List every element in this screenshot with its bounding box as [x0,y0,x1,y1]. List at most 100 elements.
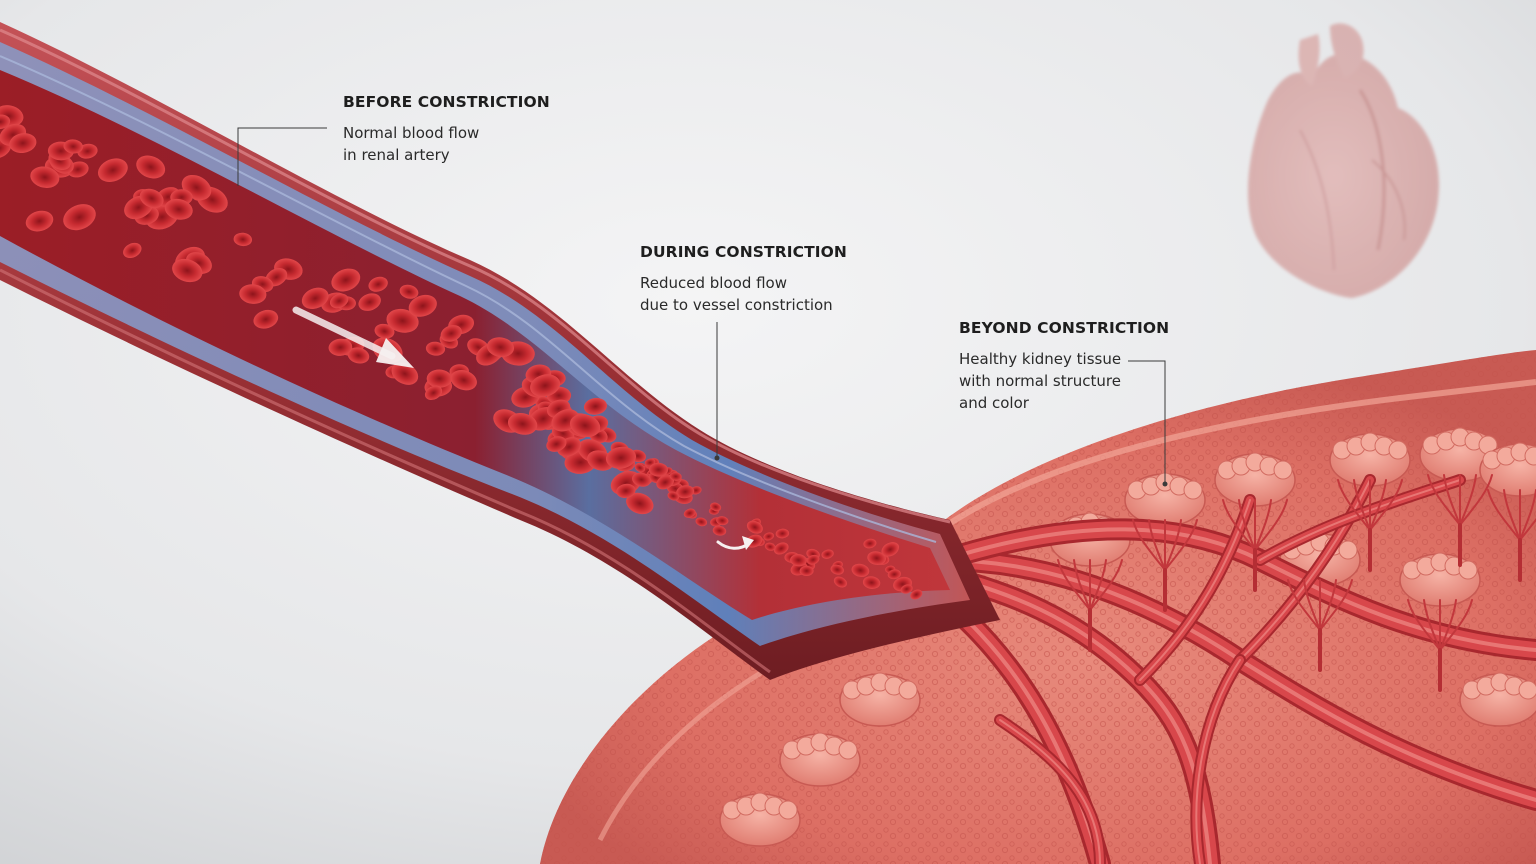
red-blood-cell [139,188,164,208]
red-blood-cell [358,293,381,311]
red-blood-cell [900,584,913,594]
leader-line-beyond [1128,360,1166,484]
red-blood-cell [408,294,437,317]
kidney-lobe [1124,472,1206,527]
kidney-capillary [1337,479,1403,572]
red-blood-cell [881,542,899,557]
kidney-capillary [1427,474,1493,567]
red-blood-cell [424,385,443,401]
red-blood-cell [301,287,329,310]
kidney-lobe [1459,672,1536,727]
label-beyond-description: Healthy kidney tissue with normal struct… [959,348,1169,414]
red-blood-cell [123,242,142,258]
red-blood-cell [486,337,515,358]
red-blood-cell [391,362,419,385]
red-blood-cell [887,569,901,580]
label-before-line: Normal blood flow [343,124,480,142]
red-blood-cell [63,204,96,231]
red-blood-cell [863,538,877,549]
kidney-lobe [1329,432,1411,487]
red-blood-cell [669,472,682,481]
leader-dot-during [714,455,720,461]
small-flow-arrow-icon [716,536,754,550]
red-blood-cell [425,341,446,356]
kidney-lobe [1479,442,1536,497]
red-blood-cell [546,436,567,452]
red-blood-cell [764,542,776,551]
kidney-capillary [1132,519,1198,612]
label-beyond-title: BEYOND CONSTRICTION [959,319,1170,337]
red-blood-cell [683,508,696,518]
kidney-lobe [779,732,861,787]
red-blood-cell [851,563,870,577]
flow-arrow-icon [292,306,414,368]
label-during-constriction: DURING CONSTRICTION Reduced blood flow d… [640,242,847,316]
red-blood-cell [386,308,419,333]
red-blood-cell [790,554,807,567]
label-before-constriction: BEFORE CONSTRICTION Normal blood flow in… [343,92,550,166]
kidney-branching-vessels [909,474,1536,864]
red-blood-cell [98,158,128,182]
label-before-description: Normal blood flow in renal artery [343,122,550,166]
red-blood-cell [239,284,267,304]
red-blood-cell [634,463,646,473]
red-blood-cell [862,576,881,589]
label-beyond-line: Healthy kidney tissue [959,350,1122,368]
red-blood-cell [626,492,654,515]
red-blood-cell [775,528,790,539]
kidney-vessel [1134,494,1256,686]
red-blood-cell [821,549,834,559]
label-before-line: in renal artery [343,146,450,164]
label-beyond-constriction: BEYOND CONSTRICTION Healthy kidney tissu… [959,318,1169,414]
red-blood-cell [507,412,538,435]
red-blood-cell [773,542,789,555]
red-blood-cell [25,210,54,232]
red-blood-cell [63,139,83,154]
red-blood-cell [328,338,353,356]
red-blood-cell [605,446,636,469]
red-blood-cell [799,565,814,576]
red-blood-cell [374,323,395,339]
red-blood-cell [569,414,601,437]
kidney-vessel [994,714,1106,864]
red-blood-cell [648,462,669,477]
red-blood-cell [616,483,636,498]
kidney-vessel [1190,654,1246,864]
label-during-description: Reduced blood flow due to vessel constri… [640,272,847,316]
label-during-title: DURING CONSTRICTION [640,243,847,261]
red-blood-cell [172,258,203,283]
label-before-title: BEFORE CONSTRICTION [343,93,550,111]
kidney-capillary [1407,599,1473,692]
kidney-lobes [719,427,1536,847]
kidney-lobe [719,792,801,847]
red-blood-cell [450,370,477,391]
red-blood-cell [368,276,388,292]
red-blood-cell [763,532,775,541]
label-beyond-line: and color [959,394,1029,412]
red-blood-cell [712,525,727,536]
leader-lines [237,127,1166,484]
red-blood-cell [676,485,695,499]
red-blood-cell [867,551,887,565]
red-blood-cell [329,293,349,309]
red-blood-cell [632,472,651,487]
red-blood-cell [710,502,722,512]
kidney-lobe [839,672,921,727]
leader-dot-beyond [1162,481,1168,487]
red-blood-cell [806,554,820,565]
red-blood-cell [656,475,674,490]
kidney-capillary [1487,489,1536,582]
red-blood-cell [233,232,253,247]
label-beyond-line: with normal structure [959,372,1121,390]
label-during-line: Reduced blood flow [640,274,787,292]
red-blood-cell [667,491,680,501]
red-blood-cell [716,516,729,526]
red-blood-cell [746,520,763,534]
red-blood-cell [0,114,11,130]
kidney-capillary [1057,559,1123,652]
kidney-capillary [1287,579,1353,672]
red-blood-cell [164,198,193,220]
red-blood-cell [530,374,561,397]
red-blood-cell [253,309,279,329]
